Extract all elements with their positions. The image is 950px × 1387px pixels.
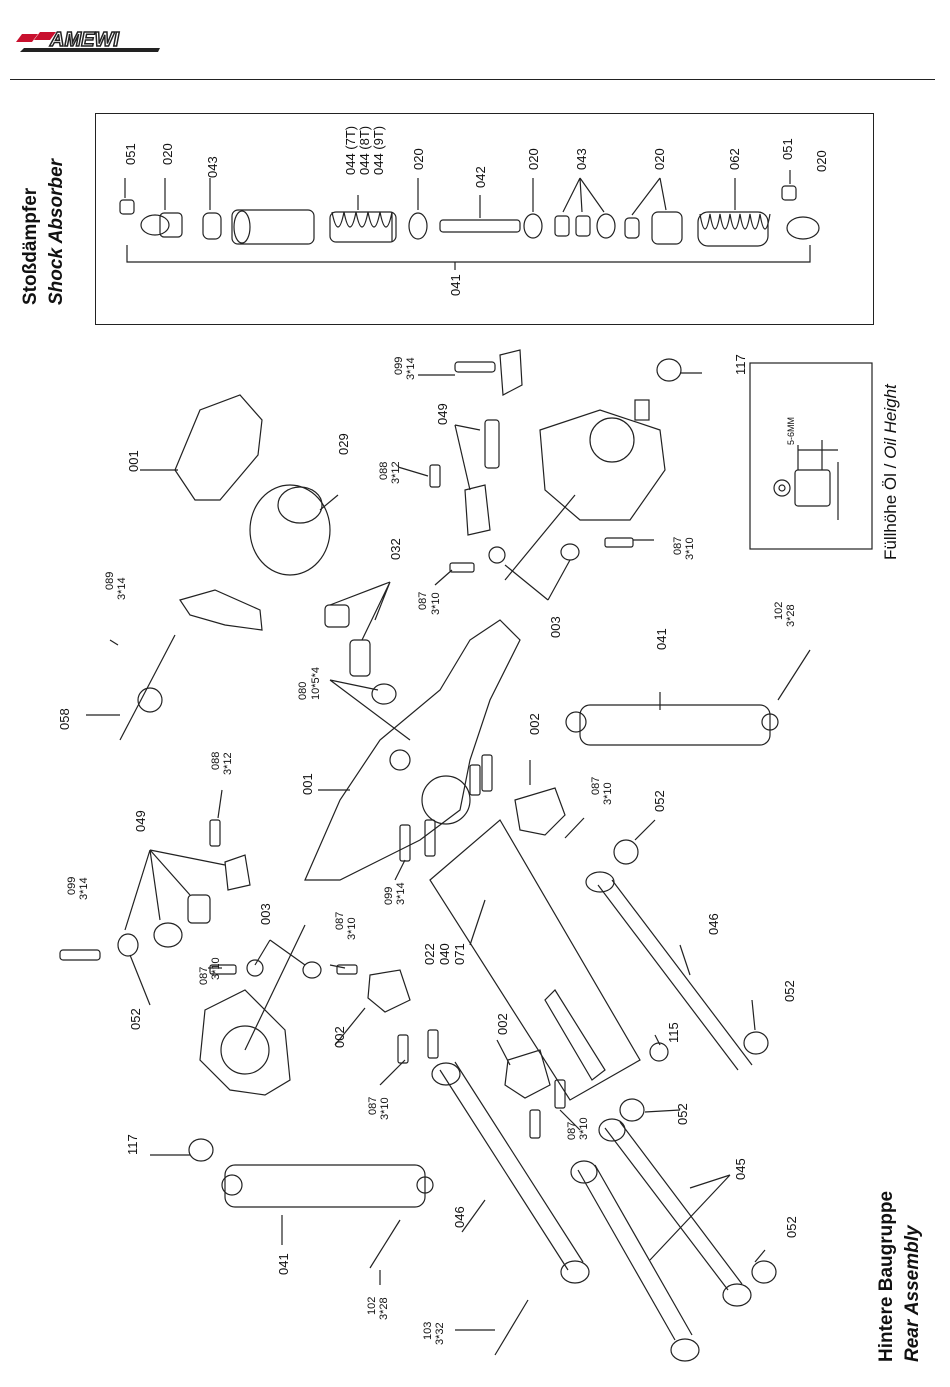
part-label-052-left: 052 (128, 1008, 143, 1030)
part-label-052-right-mid: 052 (782, 980, 797, 1002)
part-label-052-bottom: 052 (784, 1216, 799, 1238)
part-label-032: 032 (388, 538, 403, 560)
part-label-087-b-size: 3*10 (684, 537, 696, 560)
part-label-071: 071 (452, 943, 467, 965)
part-label-088-top-size: 3*12 (390, 461, 402, 484)
part-label-029: 029 (336, 433, 351, 455)
shock-label-020-c: 020 (526, 148, 541, 170)
part-label-046-right: 046 (706, 913, 721, 935)
part-label-117-top: 117 (733, 354, 748, 375)
part-label-099-left: 099 (66, 876, 78, 895)
oil-height-label: Füllhöhe Öl / Oil Height (881, 384, 901, 560)
shock-label-043-b: 043 (574, 148, 589, 170)
part-label-117-bottom: 117 (125, 1134, 140, 1155)
shock-label-020-e: 020 (814, 150, 829, 172)
shock-exploded-parts (119, 170, 820, 270)
shock-label-020-a: 020 (160, 143, 175, 165)
part-label-058: 058 (57, 708, 72, 730)
part-label-087-f-size: 3*10 (379, 1097, 391, 1120)
part-label-087-c: 087 (590, 776, 602, 795)
part-label-003-top: 003 (548, 616, 563, 638)
part-label-087-d-size: 3*10 (346, 917, 358, 940)
part-label-087-e: 087 (198, 966, 210, 985)
part-label-080-size: 10*5*4 (310, 666, 322, 700)
part-label-041-right: 041 (654, 628, 669, 650)
part-label-102-right: 102 (773, 601, 785, 620)
part-label-041-left: 041 (276, 1253, 291, 1275)
part-label-103-size: 3*32 (434, 1322, 446, 1345)
part-label-022: 022 (422, 943, 437, 965)
part-label-102-left: 102 (366, 1296, 378, 1315)
part-label-088-left-size: 3*12 (222, 752, 234, 775)
part-label-003-left: 003 (258, 903, 273, 925)
part-label-087-g-size: 3*10 (578, 1117, 590, 1140)
part-label-099-top-size: 3*14 (405, 357, 417, 380)
shock-label-051-right: 051 (780, 138, 795, 160)
part-label-099-center: 099 (383, 886, 395, 905)
header-divider (10, 79, 935, 80)
part-label-002-bottom: 002 (495, 1013, 510, 1035)
part-label-002-left: 002 (332, 1026, 347, 1048)
rear-title-de: Hintere Baugruppe (876, 1190, 897, 1362)
part-label-102-right-size: 3*28 (785, 604, 797, 627)
oil-height-italic: Oil Height (881, 384, 900, 459)
amewi-logo: AMEWI (10, 12, 170, 62)
part-label-103: 103 (422, 1321, 434, 1340)
part-label-089-size: 3*14 (116, 577, 128, 600)
part-label-045: 045 (733, 1158, 748, 1180)
part-label-001-center: 001 (300, 773, 315, 795)
part-label-087-c-size: 3*10 (602, 782, 614, 805)
shock-label-044-9t: 044 (9T) (371, 125, 386, 175)
shock-label-020-d: 020 (652, 148, 667, 170)
oil-height-box (749, 362, 873, 550)
part-label-115: 115 (666, 1022, 681, 1043)
shock-label-044-8t: 044 (8T) (357, 125, 372, 175)
amewi-logo-mark: AMEWI (16, 28, 160, 52)
part-label-087-b: 087 (672, 536, 684, 555)
rear-assembly-parts (59, 349, 811, 1362)
part-label-087-a: 087 (417, 591, 429, 610)
oil-height-prefix: Füllhöhe Öl / (881, 458, 900, 560)
rear-title-en: Rear Assembly (902, 1225, 923, 1362)
shock-label-042: 042 (473, 166, 488, 188)
part-label-088-top: 088 (378, 461, 390, 480)
part-label-001-top: 001 (126, 450, 141, 472)
part-label-049-left: 049 (133, 810, 148, 832)
part-label-040: 040 (437, 943, 452, 965)
part-label-087-a-size: 3*10 (430, 592, 442, 615)
shock-label-043-a: 043 (205, 156, 220, 178)
part-label-087-e-size: 3*10 (210, 957, 222, 980)
logo-text: AMEWI (49, 29, 119, 51)
shock-label-062: 062 (727, 148, 742, 170)
part-label-052-right-low: 052 (675, 1103, 690, 1125)
shock-label-020-b: 020 (411, 148, 426, 170)
part-label-088-left: 088 (210, 751, 222, 770)
shock-absorber-box (95, 113, 874, 325)
shock-label-051-left: 051 (123, 143, 138, 165)
part-label-099-left-size: 3*14 (78, 877, 90, 900)
part-label-087-f: 087 (367, 1096, 379, 1115)
part-label-046-left: 046 (452, 1206, 467, 1228)
shock-label-041: 041 (448, 274, 463, 296)
part-label-002-top: 002 (527, 713, 542, 735)
leader-lines (86, 372, 766, 1331)
part-label-099-center-size: 3*14 (395, 882, 407, 905)
part-label-099-top: 099 (393, 356, 405, 375)
part-label-087-d: 087 (334, 911, 346, 930)
oil-height-diagram (773, 440, 839, 520)
part-label-049-top: 049 (435, 403, 450, 425)
part-label-080: 080 (297, 681, 309, 700)
shock-label-044-7t: 044 (7T) (343, 125, 358, 175)
part-label-089: 089 (104, 571, 116, 590)
part-label-052-right-top: 052 (652, 790, 667, 812)
part-label-087-g: 087 (566, 1121, 578, 1140)
part-label-102-left-size: 3*28 (378, 1297, 390, 1320)
oil-height-dimension: 5-6MM (786, 416, 796, 445)
